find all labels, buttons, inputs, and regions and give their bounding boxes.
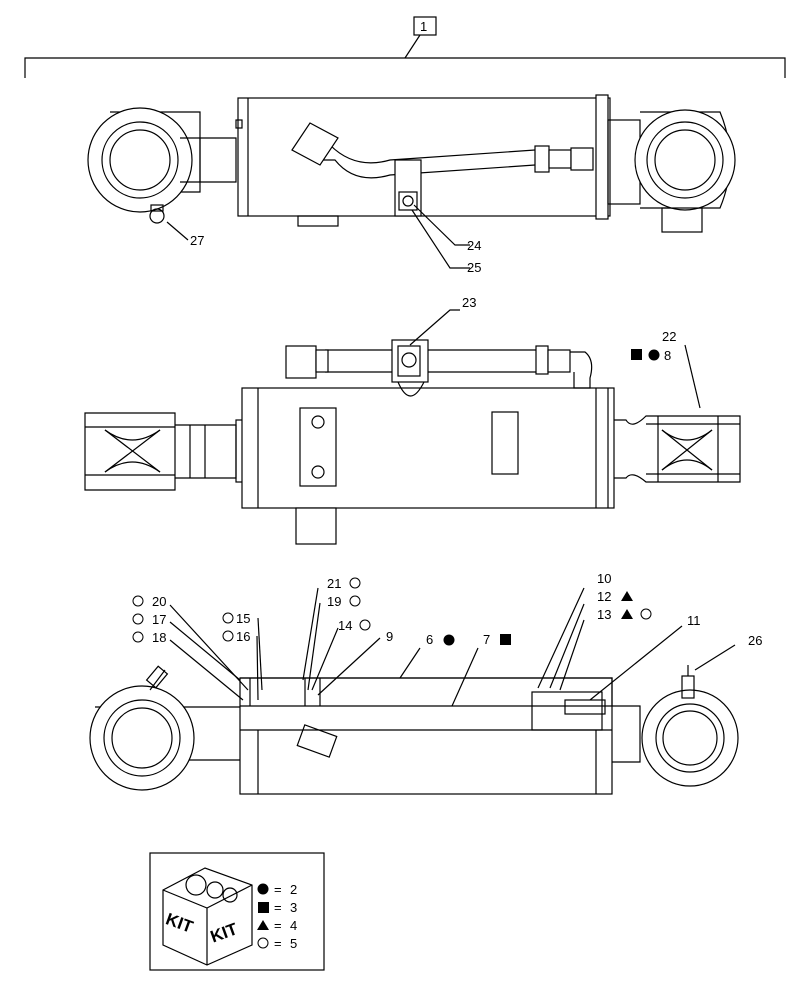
callout-21: 21 (327, 576, 341, 591)
circle-open-icon (132, 631, 144, 643)
circle-open-icon (132, 595, 144, 607)
kit-legend (149, 852, 325, 971)
callout-7: 7 (483, 632, 490, 647)
circle-open-icon (640, 608, 652, 620)
callout-14: 14 (338, 618, 352, 633)
legend-value-2: 3 (290, 900, 297, 915)
legend-circle-open-icon (257, 937, 269, 949)
callout-6: 6 (426, 632, 433, 647)
legend-eq-1: = (274, 882, 282, 897)
legend-eq-4: = (274, 936, 282, 951)
callout-23: 23 (462, 295, 476, 310)
circle-open-icon (359, 619, 371, 631)
legend-value-1: 2 (290, 882, 297, 897)
square-filled-icon (631, 349, 642, 360)
circle-open-icon (222, 630, 234, 642)
triangle-filled-icon (621, 609, 633, 619)
callout-22: 22 (662, 329, 676, 344)
circle-filled-icon (443, 634, 455, 646)
callout-24: 24 (467, 238, 481, 253)
callout-16: 16 (236, 629, 250, 644)
callout-19: 19 (327, 594, 341, 609)
legend-triangle-filled-icon (257, 920, 269, 930)
square-filled-icon (500, 634, 511, 645)
callout-9: 9 (386, 629, 393, 644)
circle-filled-icon (648, 349, 660, 361)
callout-25: 25 (467, 260, 481, 275)
circle-open-icon (349, 577, 361, 589)
callout-11: 11 (687, 613, 701, 628)
callout-27: 27 (190, 233, 204, 248)
callout-26: 26 (748, 633, 762, 648)
assembly-label-box (413, 16, 437, 36)
callout-10: 10 (597, 571, 611, 586)
cylinder-top-view (87, 94, 736, 269)
triangle-filled-icon (621, 591, 633, 601)
callout-15: 15 (236, 611, 250, 626)
legend-circle-filled-icon (257, 883, 269, 895)
cylinder-section-view (89, 587, 739, 795)
callout-20: 20 (152, 594, 166, 609)
legend-square-filled-icon (258, 902, 269, 913)
legend-value-3: 4 (290, 918, 297, 933)
circle-open-icon (222, 612, 234, 624)
callout-18: 18 (152, 630, 166, 645)
assembly-bracket (24, 16, 786, 78)
callout-1: 1 (420, 19, 427, 34)
circle-open-icon (132, 613, 144, 625)
callout-17: 17 (152, 612, 166, 627)
callout-13: 13 (597, 607, 611, 622)
legend-eq-3: = (274, 918, 282, 933)
callout-8: 8 (664, 348, 671, 363)
legend-eq-2: = (274, 900, 282, 915)
legend-value-4: 5 (290, 936, 297, 951)
grease-fitting-27 (149, 208, 165, 224)
callout-12: 12 (597, 589, 611, 604)
circle-open-icon (349, 595, 361, 607)
cylinder-side-view (84, 309, 741, 545)
